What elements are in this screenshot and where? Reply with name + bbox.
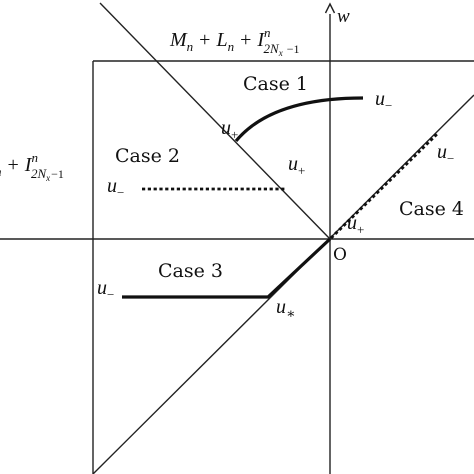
- case3-u-star: u∗: [276, 296, 296, 322]
- origin-label: O: [333, 245, 347, 265]
- case4-u-minus-base: u: [437, 141, 447, 163]
- case1-title: Case 1: [243, 73, 308, 95]
- top-bound-l: L: [215, 29, 227, 51]
- case3-polyline: [122, 237, 332, 299]
- left-bound-i-sub-tail: −1: [51, 167, 64, 181]
- case1-u-plus-base: u: [221, 117, 231, 139]
- top-bound-m: M: [169, 29, 188, 51]
- bounding-box: [92, 60, 474, 474]
- case3-u-star-base: u: [276, 296, 286, 318]
- left-bound-plus: +: [8, 154, 19, 176]
- case4-u-minus: u−: [437, 141, 454, 166]
- case4-dotted-segment: [329, 132, 439, 240]
- case3-u-minus: u−: [97, 277, 114, 302]
- case1-curve: [234, 96, 364, 143]
- case4-u-plus: u+: [347, 212, 364, 237]
- case1-u-minus-sub: −: [385, 98, 392, 113]
- top-bound-i-sub-tail: −1: [287, 42, 300, 56]
- case4-title: Case 4: [399, 198, 464, 220]
- vertical-axis-arrowhead: [324, 2, 336, 14]
- left-bound-i-sub-main: 2N: [31, 166, 48, 181]
- top-bound-plus2: +: [240, 29, 251, 51]
- top-bound-l-sub: n: [228, 39, 235, 54]
- case3-u-minus-sub: −: [107, 287, 114, 302]
- left-bound-i: I: [24, 154, 33, 176]
- case3-u-star-sub: ∗: [286, 307, 296, 322]
- case2-title: Case 2: [115, 145, 180, 167]
- case1-u-plus-sub: +: [231, 127, 238, 142]
- left-bound-prefix-sub: n: [0, 164, 2, 179]
- case3-u-minus-base: u: [97, 277, 107, 299]
- case3-title: Case 3: [158, 260, 223, 282]
- case1-u-minus-base: u: [375, 88, 385, 110]
- top-bound-m-sub: n: [187, 39, 194, 54]
- top-bound-i-sub-sub: x: [278, 48, 283, 58]
- top-bound-i-sup: n: [264, 25, 271, 40]
- vertical-axis-label: w: [337, 6, 350, 27]
- top-bound-plus1: +: [199, 29, 210, 51]
- case2-u-plus-base: u: [288, 153, 298, 175]
- case4-u-plus-sub: +: [357, 222, 364, 237]
- case1-u-minus: u−: [375, 88, 392, 113]
- case2-u-minus-base: u: [107, 175, 117, 197]
- case2-u-plus-sub: +: [298, 163, 305, 178]
- top-bound-i: I: [256, 29, 265, 51]
- case1-u-plus: u+: [221, 117, 238, 142]
- diagonal-line-descending: [99, 2, 331, 240]
- case2-u-minus-sub: −: [117, 185, 124, 200]
- case2-u-plus: u+: [288, 153, 305, 178]
- case2-u-minus: u−: [107, 175, 124, 200]
- left-bound-i-sup: n: [31, 150, 38, 165]
- case4-u-minus-sub: −: [447, 151, 454, 166]
- case4-u-plus-base: u: [347, 212, 357, 234]
- left-bound-i-sub-sub: x: [45, 173, 50, 183]
- top-bound-i-sub-main: 2N: [264, 41, 281, 56]
